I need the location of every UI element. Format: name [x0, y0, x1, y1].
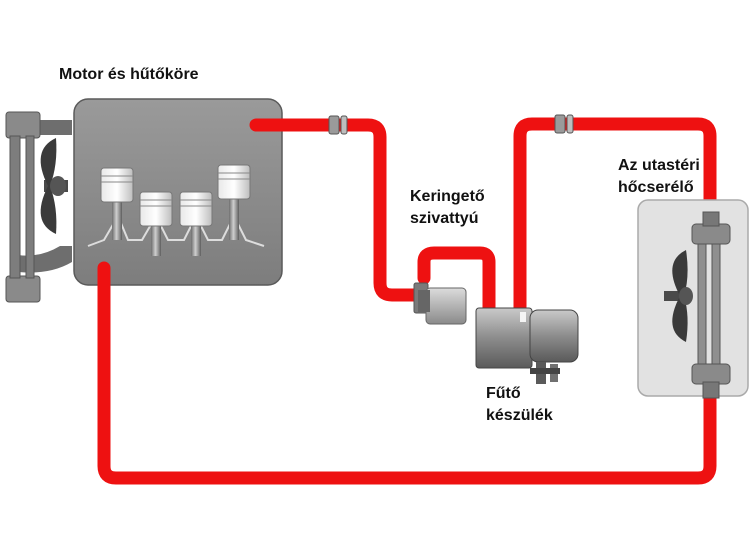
fan-icon	[40, 138, 68, 234]
engine-pistons	[100, 164, 251, 256]
pump-label-line1: Keringető	[410, 188, 485, 205]
heater-label-line1: Fűtő	[486, 385, 521, 402]
pipe-clamps	[328, 114, 574, 135]
heater-label-line2: készülék	[486, 407, 553, 424]
pipe-return-to-engine	[97, 261, 717, 485]
coolant-pipes	[97, 117, 717, 485]
pump-label-line2: szivattyú	[410, 210, 479, 227]
circulation-pump	[413, 282, 467, 325]
pipe-pump-to-heater	[417, 246, 496, 315]
heat-exchanger	[637, 199, 749, 399]
pipe-heater-to-exchanger	[513, 117, 717, 315]
exchanger-fan-icon	[664, 250, 693, 342]
pipe-engine-to-pump	[249, 118, 431, 302]
exchanger-label-line1: Az utastéri	[618, 157, 700, 174]
engine-label: Motor és hűtőköre	[59, 66, 199, 83]
exchanger-label-line2: hőcserélő	[618, 179, 694, 196]
radiator	[5, 111, 72, 303]
heater-unit	[475, 307, 579, 384]
